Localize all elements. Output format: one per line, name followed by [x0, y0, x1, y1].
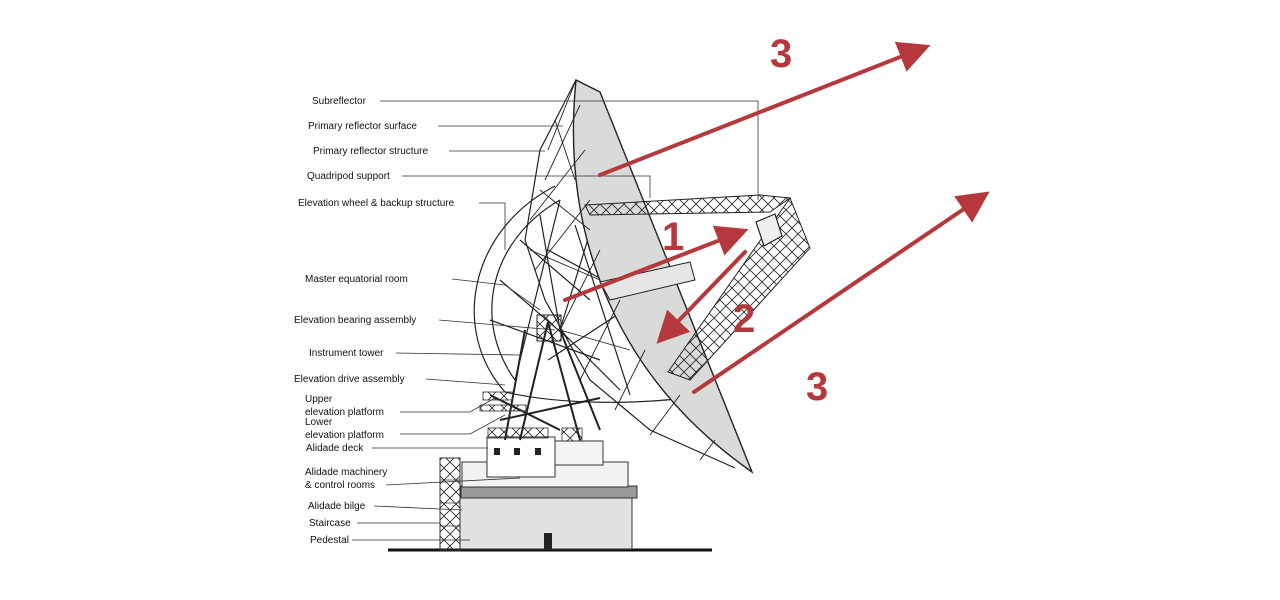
path-number-1: 1	[662, 215, 685, 259]
label-staircase: Staircase	[309, 518, 351, 529]
arrow-path-3-lower	[692, 191, 990, 394]
label-elevation-drive-assembly: Elevation drive assembly	[294, 374, 405, 385]
label-primary-reflector-structure: Primary reflector structure	[313, 146, 429, 157]
instrument-tower	[489, 314, 601, 441]
arrow-path-1	[563, 225, 749, 302]
arrow-path-3-upper	[598, 41, 931, 177]
path-number-3-lower: 3	[806, 365, 829, 409]
label-pedestal: Pedestal	[310, 535, 349, 546]
path-number-2: 2	[733, 297, 756, 341]
label-lower-platform-line2: elevation platform	[305, 430, 384, 441]
quadripod-upper	[584, 194, 792, 216]
label-quadripod-support: Quadripod support	[307, 171, 390, 182]
staircase	[439, 457, 461, 551]
label-alidade-deck: Alidade deck	[306, 443, 364, 454]
path-number-3-upper: 3	[770, 32, 793, 76]
label-lower-platform-line1: Lower	[305, 417, 333, 428]
label-alidade-machinery-line2: & control rooms	[305, 480, 376, 491]
pedestal	[459, 485, 638, 550]
label-instrument-tower: Instrument tower	[309, 348, 384, 359]
label-alidade-bilge: Alidade bilge	[308, 501, 366, 512]
label-primary-reflector-surface: Primary reflector surface	[308, 121, 417, 132]
quadripod-lower	[599, 196, 811, 381]
label-upper-platform-line2: elevation platform	[305, 407, 384, 418]
alidade-machinery	[461, 427, 629, 488]
subreflector	[755, 213, 783, 247]
label-subreflector: Subreflector	[312, 96, 366, 107]
subreflector-leader	[380, 100, 759, 200]
label-elevation-bearing-assembly: Elevation bearing assembly	[294, 315, 417, 326]
label-alidade-machinery-line1: Alidade machinery	[305, 467, 388, 478]
label-master-equatorial-room: Master equatorial room	[305, 274, 408, 285]
arrow-path-2	[656, 250, 747, 344]
label-elevation-wheel: Elevation wheel & backup structure	[298, 198, 455, 209]
leader-lines	[352, 125, 651, 541]
platforms	[479, 391, 527, 412]
label-upper-platform-line1: Upper	[305, 394, 333, 405]
signal-arrows	[563, 41, 990, 394]
